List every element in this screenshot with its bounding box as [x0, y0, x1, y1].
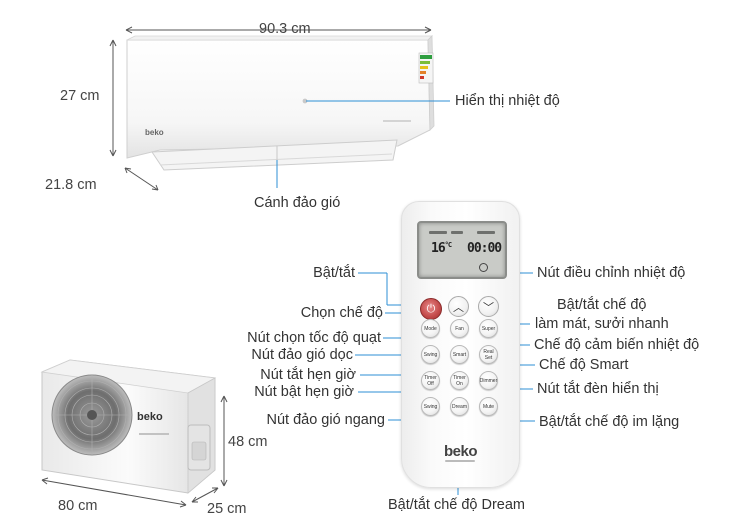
- mode-callout: Chọn chế độ: [300, 305, 383, 321]
- timer-on-button[interactable]: Timer On: [450, 371, 469, 390]
- outdoor-depth-label: 25 cm: [207, 501, 247, 517]
- lcd-temperature: 16°C: [431, 241, 452, 256]
- indoor-width-label: 90.3 cm: [259, 21, 311, 37]
- outdoor-brand-mark: beko: [137, 411, 163, 423]
- smart-button[interactable]: Smart: [450, 345, 469, 364]
- indoor-depth-label: 21.8 cm: [45, 177, 97, 193]
- swing-vertical-button[interactable]: Swing: [421, 345, 440, 364]
- dream-callout: Bật/tắt chế độ Dream: [388, 497, 526, 513]
- outdoor-unit: beko: [40, 359, 217, 494]
- remote-brand-logo: beko: [444, 443, 478, 460]
- remote-lcd-screen: 16°C 00:00: [417, 221, 507, 279]
- swing-horizontal-callout: Nút đảo gió ngang: [266, 412, 385, 428]
- power-button[interactable]: ⏻: [420, 298, 442, 320]
- timer-off-callout: Nút tắt hẹn giờ: [260, 367, 356, 383]
- timer-on-callout: Nút bật hẹn giờ: [254, 384, 354, 400]
- outdoor-height-label: 48 cm: [228, 434, 268, 450]
- swing-horizontal-button[interactable]: Swing: [421, 397, 440, 416]
- swing-vertical-callout: Nút đảo gió dọc: [251, 347, 353, 363]
- louver-callout: Cánh đảo gió: [254, 195, 341, 211]
- indoor-brand-mark: beko: [145, 128, 164, 137]
- lcd-fan-icon: [479, 263, 488, 272]
- power-callout: Bật/tắt: [313, 265, 355, 281]
- fan-button[interactable]: Fan: [450, 319, 469, 338]
- real-set-button[interactable]: Real Set: [479, 345, 498, 364]
- power-icon: ⏻: [426, 302, 436, 315]
- mute-button[interactable]: Mute: [479, 397, 498, 416]
- mute-callout: Bật/tắt chế độ im lặng: [539, 414, 680, 430]
- super-callout-line1: Bật/tắt chế độ: [557, 297, 647, 313]
- timer-off-button[interactable]: Timer Off: [421, 371, 440, 390]
- temp-down-button[interactable]: ﹀: [478, 296, 499, 317]
- temp-adjust-callout: Nút điều chỉnh nhiệt độ: [537, 265, 686, 281]
- indoor-dimension-lines: [109, 26, 432, 191]
- outdoor-width-label: 80 cm: [58, 498, 98, 514]
- indoor-unit: beko: [126, 35, 435, 171]
- remote-control: 16°C 00:00 ⏻ ︿ ﹀ Mode Fan Super Swing Sm…: [401, 201, 520, 488]
- real-set-callout: Chế độ cảm biến nhiệt độ: [534, 337, 700, 353]
- indoor-height-label: 27 cm: [60, 88, 100, 104]
- dream-button[interactable]: Dream: [450, 397, 469, 416]
- dimmer-callout: Nút tắt đèn hiển thị: [537, 381, 659, 397]
- smart-callout: Chế độ Smart: [539, 357, 629, 373]
- remote-logo-underline: [445, 460, 475, 462]
- super-callout-line2: làm mát, sưởi nhanh: [535, 316, 669, 332]
- chevron-up-icon: ︿: [453, 301, 464, 314]
- temp-display-callout: Hiển thị nhiệt độ: [455, 93, 560, 109]
- fan-speed-callout: Nút chọn tốc độ quạt: [247, 330, 381, 346]
- mode-button[interactable]: Mode: [421, 319, 440, 338]
- outdoor-dimension-lines: [41, 395, 228, 508]
- temp-up-button[interactable]: ︿: [448, 296, 469, 317]
- chevron-down-icon: ﹀: [483, 301, 494, 314]
- lcd-clock: 00:00: [467, 241, 502, 256]
- super-button[interactable]: Super: [479, 319, 498, 338]
- dimmer-button[interactable]: Dimmer: [479, 371, 498, 390]
